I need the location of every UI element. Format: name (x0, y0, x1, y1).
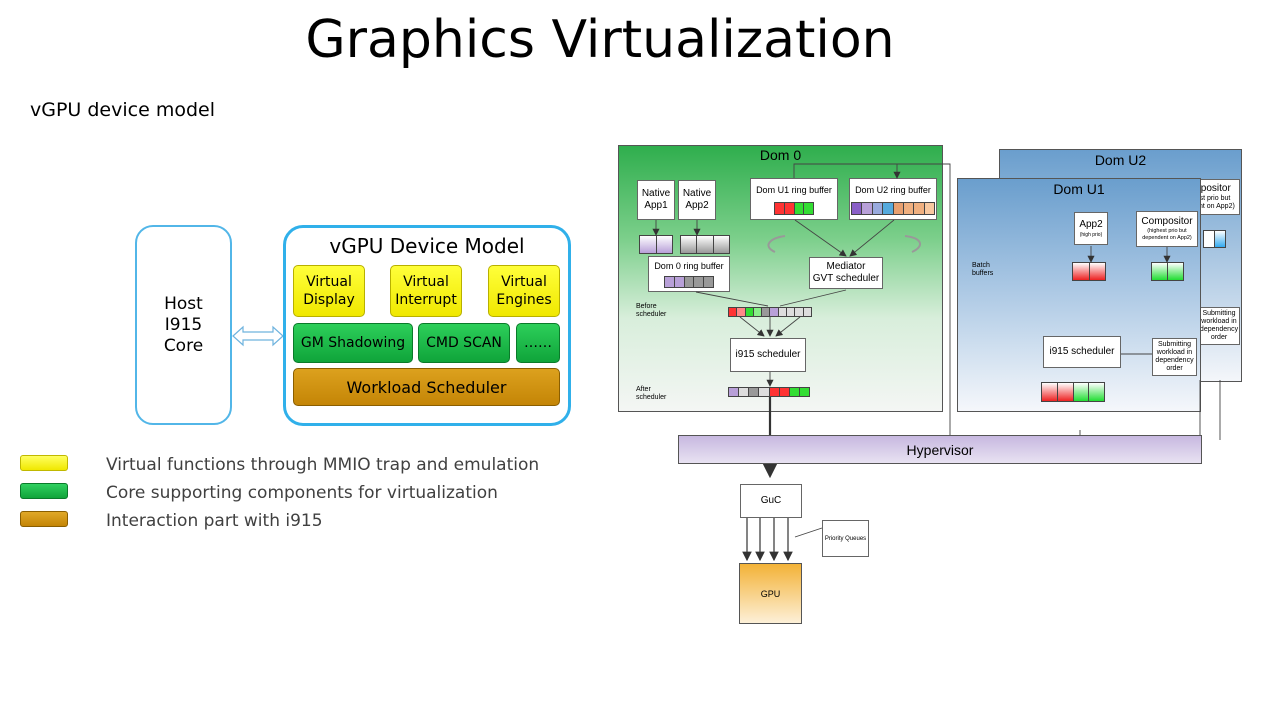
u2-compositor-buffer (1203, 230, 1226, 248)
native-app2-buffer (680, 235, 730, 254)
more-components-block: …… (516, 323, 560, 363)
dom-u2-ring-cells (851, 201, 935, 215)
legend-swatch-green (20, 483, 68, 499)
dom0-label: Dom 0 (759, 147, 802, 163)
page-subtitle: vGPU device model (30, 99, 215, 121)
after-scheduler-queue (728, 387, 810, 397)
u1-output-buffer (1041, 382, 1105, 402)
dom0-ring-buffer-box: Dom 0 ring buffer (648, 256, 730, 292)
page-title: Graphics Virtualization (305, 10, 895, 70)
legend-swatch-yellow (20, 455, 68, 471)
u2-submitting-note: Submitting workload in dependency order (1198, 307, 1240, 345)
guc-box: GuC (740, 484, 802, 518)
diagram-connectors (652, 163, 1221, 562)
hypervisor-bar: Hypervisor (678, 435, 1202, 464)
dom-u1-ring-buffer-box: Dom U1 ring buffer (750, 178, 838, 220)
dom-u1-label: Dom U1 (1053, 181, 1105, 197)
dom-u1-ring-cells (774, 201, 814, 215)
native-app2-box: Native App2 (678, 180, 716, 220)
host-i915-core-box: Host I915 Core (135, 225, 232, 425)
priority-queues-note: Priority Queues (822, 520, 869, 557)
u1-submitting-note: Submitting workload in dependency order (1152, 338, 1197, 376)
legend-text-interaction-i915: Interaction part with i915 (106, 511, 323, 531)
app2-box: App2 (high prio) (1074, 212, 1108, 245)
u2-compositor-box: npositor est prio but dent on App2) (1186, 179, 1240, 215)
dom-u2-ring-buffer-box: Dom U2 ring buffer (849, 178, 937, 220)
u1-i915-scheduler-box: i915 scheduler (1043, 336, 1121, 368)
virtual-interrupt-block: Virtual Interrupt (390, 265, 462, 317)
before-scheduler-label: Before scheduler (636, 303, 667, 318)
double-arrow-icon (232, 325, 284, 347)
legend-text-virtual-functions: Virtual functions through MMIO trap and … (106, 455, 540, 475)
gm-shadowing-block: GM Shadowing (293, 323, 413, 363)
before-scheduler-queue (728, 307, 812, 317)
dom0-i915-scheduler-box: i915 scheduler (730, 338, 806, 372)
after-scheduler-label: After scheduler (636, 386, 667, 401)
gpu-box: GPU (739, 563, 802, 624)
legend-swatch-orange (20, 511, 68, 527)
virtual-display-block: Virtual Display (293, 265, 365, 317)
vgpu-device-model-title: vGPU Device Model (329, 234, 525, 258)
legend-text-core-components: Core supporting components for virtualiz… (106, 483, 498, 503)
mediator-gvt-scheduler-box: Mediator GVT scheduler (809, 257, 883, 289)
vgpu-device-model-box (283, 225, 571, 426)
virtual-engines-block: Virtual Engines (488, 265, 560, 317)
batch-buffers-label: Batch buffers (972, 262, 994, 277)
workload-scheduler-block: Workload Scheduler (293, 368, 560, 406)
dom0-ring-cells (664, 276, 714, 288)
dom-u2-label: Dom U2 (1094, 152, 1147, 168)
cmd-scan-block: CMD SCAN (418, 323, 510, 363)
compositor-box: Compositor (highest prio but dependent o… (1136, 211, 1198, 247)
app2-buffer (1072, 262, 1106, 281)
native-app1-box: Native App1 (637, 180, 675, 220)
